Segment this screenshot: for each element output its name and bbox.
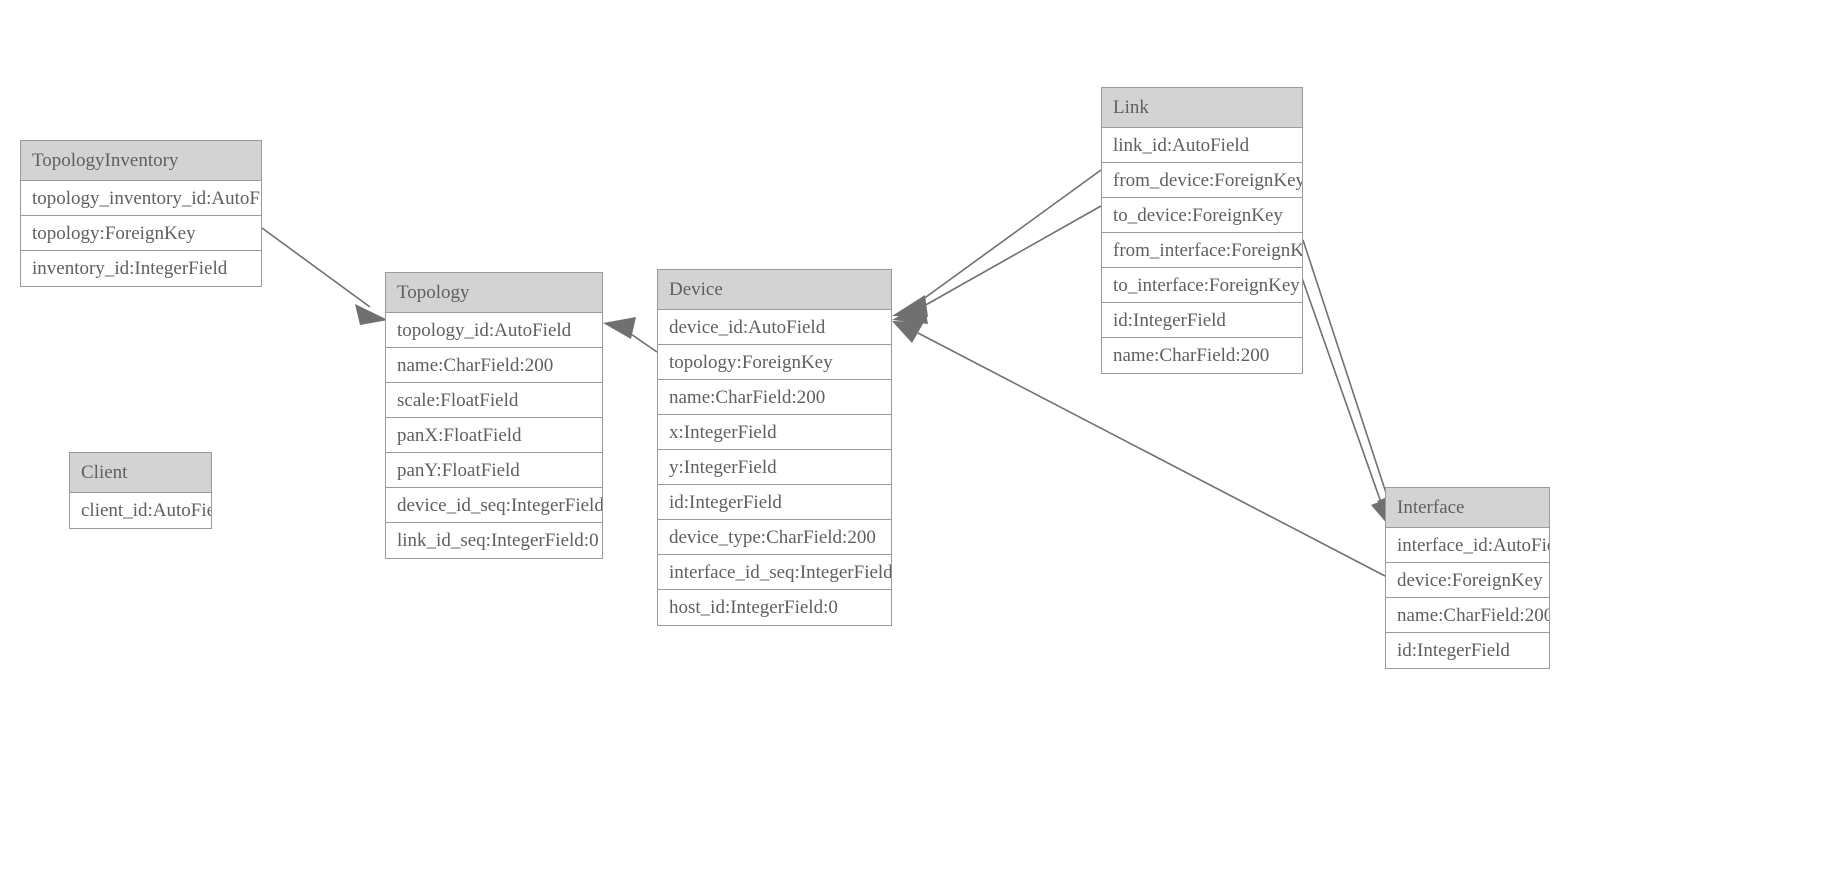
entity-field-row: id:IntegerField [658, 485, 891, 520]
entity-title-interface: Interface [1386, 488, 1549, 528]
entity-field-row: link_id_seq:IntegerField:0 [397, 530, 599, 551]
entity-field-row: y:IntegerField [658, 450, 891, 485]
entity-title-link: Link [1102, 88, 1302, 128]
edge-topologyinventory-to-topology [261, 227, 388, 325]
entity-field-row: x:IntegerField [658, 415, 891, 450]
entity-field-row: scale:FloatField [386, 383, 602, 418]
entity-field-row: interface_id_seq:IntegerField:0 [658, 555, 891, 590]
entity-field-row: interface_id:AutoField [1386, 528, 1549, 563]
entity-field-row: from_device:ForeignKey [1102, 163, 1302, 198]
entity-client[interactable]: Client client_id:AutoField [69, 452, 212, 529]
entity-field-row: panY:FloatField [386, 453, 602, 488]
edge-link-from-device-to-device [892, 169, 1102, 317]
entity-field-row: name:CharField:200 [1113, 345, 1270, 366]
entity-field-row: panX:FloatField [386, 418, 602, 453]
entity-field-row: to_device:ForeignKey [1102, 198, 1302, 233]
entity-field-row: name:CharField:200 [658, 380, 891, 415]
entity-field-row: topology_inventory_id:AutoField [21, 181, 261, 216]
entity-field-row: inventory_id:IntegerField [32, 258, 228, 279]
entity-interface[interactable]: Interfaceinterface_id:AutoFielddevice:Fo… [1385, 487, 1550, 669]
entity-field-row: topology:ForeignKey [658, 345, 891, 380]
entity-field-row: id:IntegerField [1102, 303, 1302, 338]
entity-field-row: topology:ForeignKey [21, 216, 261, 251]
entity-title-client: Client [70, 453, 211, 493]
entity-field-row: link_id:AutoField [1102, 128, 1302, 163]
entity-field-row: host_id:IntegerField:0 [669, 597, 838, 618]
edge-link-to-device-to-device [892, 205, 1102, 324]
entity-field-row: client_id:AutoField [81, 500, 211, 521]
entity-field-row: name:CharField:200 [386, 348, 602, 383]
entity-field-row: device_type:CharField:200 [658, 520, 891, 555]
entity-field-row: topology_id:AutoField [386, 313, 602, 348]
entity-field-row: to_interface:ForeignKey [1102, 268, 1302, 303]
edge-device-to-topology [603, 317, 658, 353]
entity-field-row: device:ForeignKey [1386, 563, 1549, 598]
entity-title-device: Device [658, 270, 891, 310]
edge-link-to-interface-to-interface [1295, 260, 1395, 533]
entity-field-row: name:CharField:200 [1386, 598, 1549, 633]
entity-field-row: device_id_seq:IntegerField:0 [386, 488, 602, 523]
entity-title-topology: Topology [386, 273, 602, 313]
entity-field-row: from_interface:ForeignKey [1102, 233, 1302, 268]
edge-link-from-interface-to-interface [1302, 239, 1398, 530]
entity-title-topology_inventory: TopologyInventory [21, 141, 261, 181]
entity-field-row: id:IntegerField [1397, 640, 1510, 661]
entity-field-row: device_id:AutoField [658, 310, 891, 345]
